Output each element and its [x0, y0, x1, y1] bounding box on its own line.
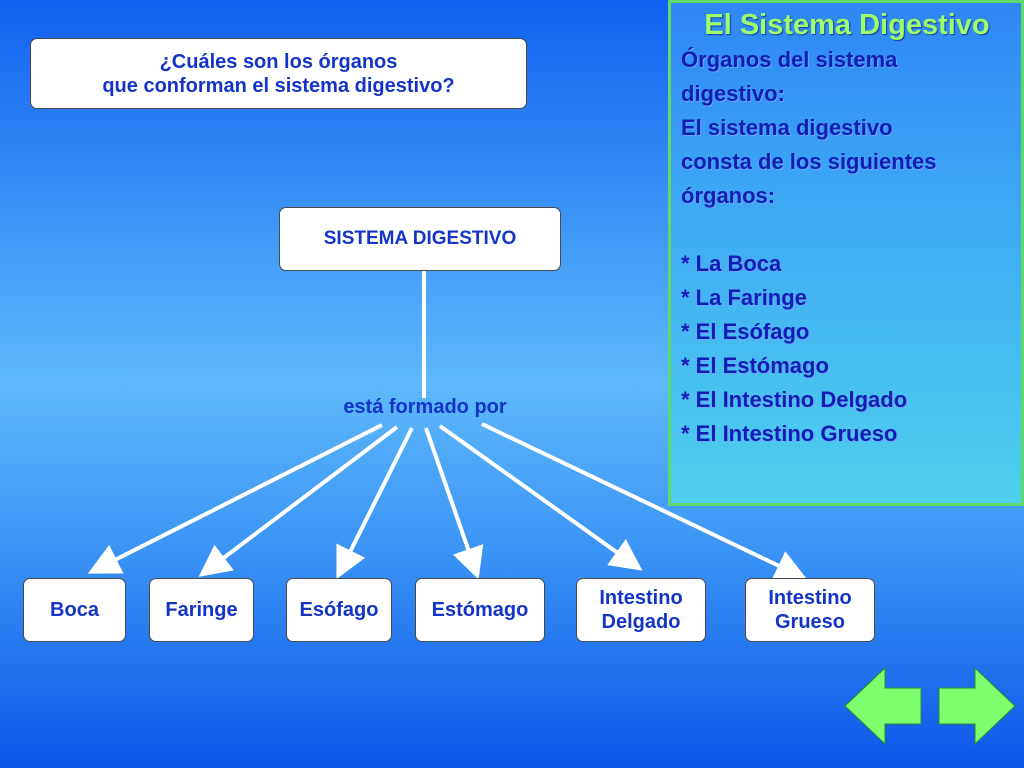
arrow-right-icon[interactable] [937, 666, 1017, 746]
arrow-to-intestino-delgado [438, 424, 643, 571]
organ-list: * La Boca * La Faringe * El Esófago * El… [681, 247, 1013, 451]
info-intro-line: consta de los siguientes [681, 148, 937, 174]
arrow-to-esofago [336, 427, 414, 580]
question-box: ¿Cuáles son los órganos que conforman el… [30, 38, 527, 109]
organ-node-intestino-grueso: Intestino Grueso [745, 578, 875, 642]
organ-label-line-1: Estómago [431, 599, 529, 621]
info-panel-title: El Sistema Digestivo [704, 9, 990, 41]
info-intro-line: digestivo: [681, 80, 785, 106]
organ-list-item: * El Intestino Grueso [681, 420, 898, 446]
organ-label-line-2: Grueso [774, 611, 846, 633]
organ-label-line-1: Faringe [165, 599, 238, 621]
organ-label-line-2: Delgado [601, 611, 681, 633]
organ-node-estomago: Estómago [415, 578, 545, 642]
organ-list-item: * El Intestino Delgado [681, 386, 908, 412]
root-node-sistema-digestivo: SISTEMA DIGESTIVO [279, 207, 561, 271]
arrow-to-boca [87, 423, 383, 574]
organ-node-boca: Boca [23, 578, 126, 642]
question-line-2: que conforman el sistema digestivo? [102, 74, 455, 97]
arrow-to-faringe [198, 425, 399, 577]
organ-label-line-1: Esófago [299, 599, 379, 621]
info-intro-line: Órganos del sistema [681, 46, 898, 72]
arrow-to-estomago [424, 427, 484, 580]
arrow-left-icon[interactable] [843, 666, 923, 746]
info-panel: El Sistema Digestivo Órganos del sistema… [668, 0, 1024, 506]
organ-list-item: * El Esófago [681, 318, 810, 344]
organ-node-intestino-delgado: Intestino Delgado [576, 578, 706, 642]
organ-list-item: * La Faringe [681, 284, 807, 310]
connector-label: está formado por [343, 396, 507, 418]
info-intro-line: El sistema digestivo [681, 114, 893, 140]
organ-list-item: * La Boca [681, 250, 782, 276]
organ-list-item: * El Estómago [681, 352, 829, 378]
organ-node-faringe: Faringe [149, 578, 254, 642]
slide-navigation [843, 666, 1016, 746]
question-line-1: ¿Cuáles son los órganos [159, 50, 398, 73]
organ-label-line-1: Boca [50, 599, 99, 621]
organ-label-line-1: Intestino [768, 587, 852, 609]
organ-node-esofago: Esófago [286, 578, 392, 642]
info-panel-intro: Órganos del sistema digestivo: El sistem… [681, 43, 1013, 213]
info-intro-line: órganos: [681, 182, 776, 208]
root-node-label: SISTEMA DIGESTIVO [323, 227, 517, 249]
organ-label-line-1: Intestino [599, 587, 683, 609]
